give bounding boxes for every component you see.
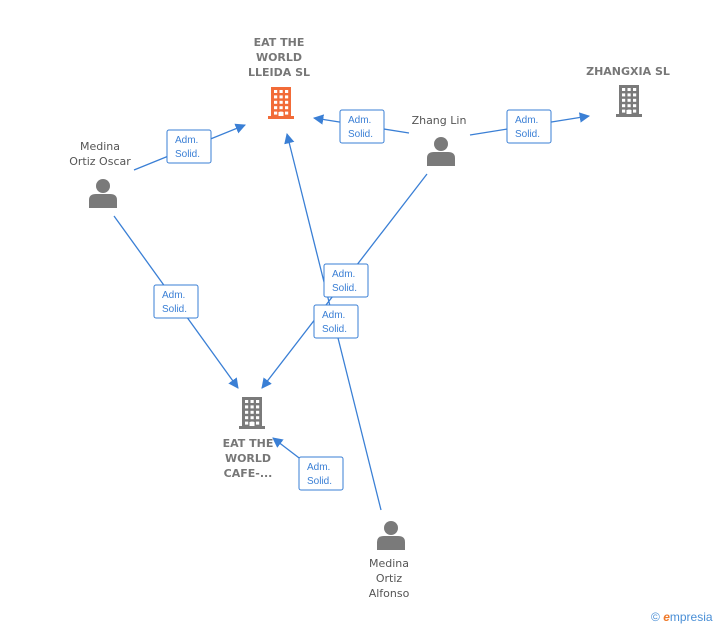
node-zhang_lin[interactable]: Zhang Lin	[412, 114, 467, 166]
person-icon	[427, 137, 455, 166]
edge-label-text: Adm.	[348, 115, 371, 126]
copyright-symbol: ©	[651, 610, 660, 624]
node-label-eat_cafe: WORLD	[225, 452, 271, 465]
node-label-medina_alfonso: Ortiz	[376, 572, 403, 585]
edge-label-text: Solid.	[348, 129, 373, 140]
person-icon	[377, 521, 405, 550]
node-label-medina_alfonso: Medina	[369, 557, 409, 570]
node-label-eat_lleida: EAT THE	[254, 36, 305, 49]
edge-label-text: Solid.	[322, 324, 347, 335]
edge-label-medina_alfonso-to-eat_cafe[interactable]: Adm. Solid.	[298, 456, 344, 491]
person-icon	[89, 179, 117, 208]
edge-label-zhang_lin-to-eat_lleida[interactable]: Adm. Solid.	[339, 109, 385, 144]
building-icon	[239, 397, 265, 429]
node-label-eat_cafe: EAT THE	[223, 437, 274, 450]
brand-initial: e	[663, 610, 670, 624]
edge-label-box	[313, 304, 359, 339]
edge-label-box	[323, 263, 369, 298]
nodes-layer: EAT THE WORLD LLEIDA SL ZHANGXIA SL EAT THE W…	[69, 36, 670, 600]
edge-label-text: Solid.	[162, 304, 187, 315]
edge-label-text: Adm.	[307, 462, 330, 473]
node-eat_lleida[interactable]: EAT THE WORLD LLEIDA SL	[248, 36, 310, 119]
edge-labels-layer: Adm. Solid. Adm. Solid. Adm. Solid. Adm. Solid.…	[153, 109, 552, 491]
node-label-eat_lleida: WORLD	[256, 51, 302, 64]
building-icon	[616, 85, 642, 117]
edge-label-box	[298, 456, 344, 491]
edge-label-zhang_lin-to-zhangxia[interactable]: Adm. Solid.	[506, 109, 552, 144]
edge-label-zhang_lin-to-eat_cafe[interactable]: Adm. Solid.	[323, 263, 369, 298]
edge-label-box	[506, 109, 552, 144]
node-label-medina_oscar: Ortiz Oscar	[69, 155, 131, 168]
edge-label-medina_oscar-to-eat_lleida[interactable]: Adm. Solid.	[166, 129, 212, 164]
edge-label-text: Solid.	[332, 283, 357, 294]
node-label-zhang_lin: Zhang Lin	[412, 114, 467, 127]
node-label-medina_oscar: Medina	[80, 140, 120, 153]
edge-label-box	[339, 109, 385, 144]
edge-label-text: Adm.	[332, 269, 355, 280]
edge-label-medina_oscar-to-eat_cafe[interactable]: Adm. Solid.	[153, 284, 199, 319]
edge-label-box	[153, 284, 199, 319]
empresia-watermark: © empresia	[651, 610, 713, 624]
node-label-zhangxia: ZHANGXIA SL	[586, 65, 670, 78]
edge-label-box	[166, 129, 212, 164]
edge-label-text: Adm.	[322, 310, 345, 321]
node-label-eat_lleida: LLEIDA SL	[248, 66, 310, 79]
node-label-eat_cafe: CAFE-...	[224, 467, 273, 480]
edge-label-text: Solid.	[307, 476, 332, 487]
edge-label-text: Adm.	[175, 135, 198, 146]
edge-label-medina_alfonso-to-eat_lleida[interactable]: Adm. Solid.	[313, 304, 359, 339]
building-icon	[268, 87, 294, 119]
edge-label-text: Solid.	[515, 129, 540, 140]
edge-label-text: Solid.	[175, 149, 200, 160]
edge-label-text: Adm.	[162, 290, 185, 301]
node-zhangxia[interactable]: ZHANGXIA SL	[586, 65, 670, 117]
node-eat_cafe[interactable]: EAT THE WORLD CAFE-...	[223, 397, 274, 480]
node-label-medina_alfonso: Alfonso	[369, 587, 410, 600]
brand-name: mpresia	[669, 610, 713, 624]
edge-label-text: Adm.	[515, 115, 538, 126]
